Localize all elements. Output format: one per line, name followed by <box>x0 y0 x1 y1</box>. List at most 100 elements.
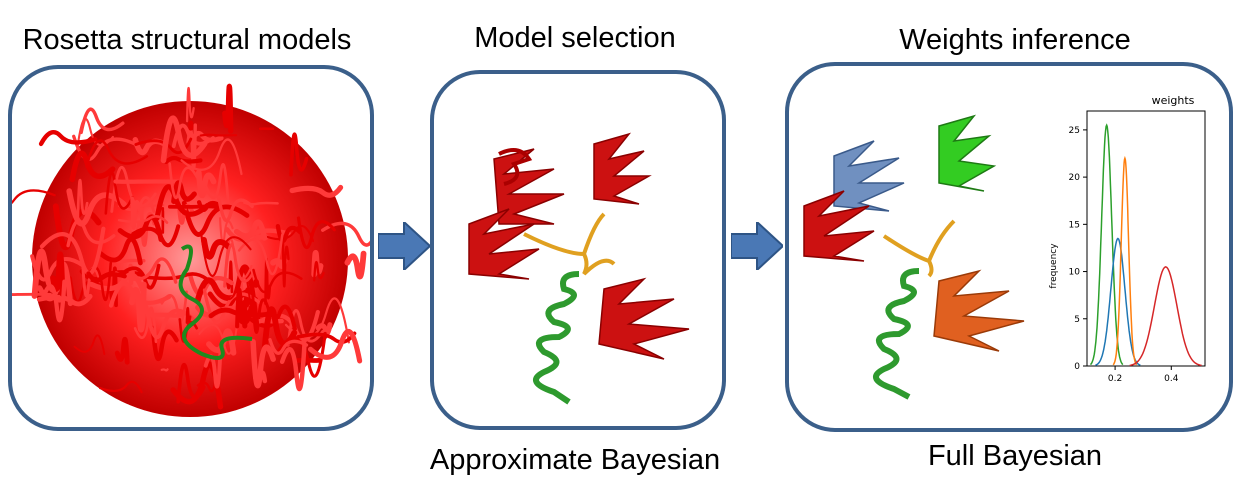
y-tick-label: 10 <box>1069 268 1081 278</box>
ensemble-strand <box>208 307 276 319</box>
ensemble-strand <box>41 279 67 323</box>
ensemble-strand <box>199 133 238 137</box>
ensemble-strand <box>289 184 344 198</box>
ensemble-strand <box>85 139 149 168</box>
ensemble-strand <box>279 341 307 392</box>
domain-right <box>598 277 690 360</box>
ensemble-green-helix <box>178 244 253 360</box>
ensemble-strand <box>237 233 284 276</box>
ensemble-strand <box>128 281 147 333</box>
ensemble-strand <box>76 178 89 220</box>
ensemble-strand <box>160 290 188 323</box>
ensemble-strand <box>133 306 158 344</box>
ensemble-strand <box>185 306 192 324</box>
y-tick-label: 15 <box>1069 220 1080 230</box>
weighted-model-structure <box>803 114 1025 400</box>
selected-model-structure <box>468 132 690 405</box>
ensemble-strand <box>225 260 234 294</box>
ensemble-strand <box>344 250 367 280</box>
ensemble-strand <box>264 257 272 305</box>
ensemble-strand <box>39 226 106 276</box>
stage-2-title: Model selection <box>474 22 676 54</box>
series-line-3 <box>1129 265 1202 367</box>
ensemble-strand <box>160 368 169 372</box>
ensemble-strand <box>185 86 195 123</box>
helix-domain-2 <box>873 268 920 400</box>
ensemble-strand <box>38 130 98 147</box>
ensemble-strand <box>296 216 336 250</box>
stage-2-subtitle: Approximate Bayesian <box>429 444 721 476</box>
ensemble-strand <box>118 195 156 213</box>
ensemble-strand <box>98 236 143 266</box>
ensemble-strand <box>176 362 206 404</box>
helix-domain <box>533 271 580 405</box>
ensemble-strand <box>99 380 143 394</box>
series-line-2 <box>1112 155 1138 366</box>
ensemble-strand <box>195 169 217 199</box>
y-axis-label: frequency <box>1049 243 1059 289</box>
domain-orange <box>933 269 1025 352</box>
ensemble-strand <box>296 331 357 344</box>
linker <box>523 212 616 276</box>
ensemble-strand <box>289 132 309 177</box>
ensemble-strand <box>281 240 290 288</box>
domain-top-right <box>593 132 652 205</box>
y-tick-label: 0 <box>1074 362 1080 372</box>
ensemble-strand <box>171 180 197 205</box>
ensemble-strand <box>168 162 199 200</box>
arrow-2 <box>731 222 783 270</box>
ensemble-strand <box>69 150 116 183</box>
ensemble-strand <box>188 273 235 296</box>
chart-title: weights <box>1152 94 1195 107</box>
ensemble-strand <box>79 107 125 135</box>
domain-red <box>803 190 875 262</box>
ensemble-strand <box>180 138 243 176</box>
ensemble-strand <box>104 171 134 215</box>
ensemble-strand <box>250 339 276 389</box>
y-tick-label: 5 <box>1074 315 1080 325</box>
stage-3-title: Weights inference <box>899 24 1131 56</box>
ensemble-strand <box>222 83 234 134</box>
domain-blue <box>833 140 905 212</box>
ensemble-strand <box>217 195 254 223</box>
ensemble-strand <box>218 217 234 245</box>
ensemble-strand <box>164 155 203 165</box>
x-tick-label: 0.4 <box>1164 374 1179 384</box>
ensemble-strand <box>235 303 260 328</box>
ensemble-structure-image <box>12 83 370 417</box>
ensemble-strand <box>268 338 309 355</box>
ensemble-strand <box>321 221 370 247</box>
y-tick-label: 25 <box>1069 126 1080 136</box>
ensemble-strand <box>73 334 106 356</box>
ensemble-strand <box>114 336 130 365</box>
stage-3-subtitle: Full Bayesian <box>927 440 1103 472</box>
ensemble-strand <box>160 115 208 164</box>
ensemble-strand <box>66 188 127 227</box>
ensemble-strand <box>117 215 169 224</box>
ensemble-strand <box>114 257 178 284</box>
ensemble-strand <box>119 263 161 290</box>
domain-top-left <box>493 148 565 225</box>
model-selection-panel <box>430 70 726 430</box>
domain-green-top <box>938 114 997 192</box>
y-tick-label: 20 <box>1069 173 1081 183</box>
ensemble-strand <box>249 304 297 331</box>
ensemble-strand <box>252 268 303 294</box>
ensemble-strand <box>12 189 56 205</box>
ensemble-strand <box>150 325 179 362</box>
arrow-1 <box>378 222 430 270</box>
ensemble-strand <box>50 251 66 297</box>
ensemble-strand <box>233 219 268 241</box>
ensemble-strand <box>223 243 256 288</box>
stage-1-title: Rosetta structural models <box>22 24 352 56</box>
weights-inference-panel: weights frequency 0.2 0.4 0 5 10 15 20 25 <box>785 62 1233 432</box>
ensemble-strand <box>200 236 232 260</box>
ensemble-strand <box>261 224 315 243</box>
x-tick-label: 0.2 <box>1108 374 1122 384</box>
rosetta-models-panel <box>8 65 374 431</box>
ensemble-strand <box>205 163 230 204</box>
ensemble-strand <box>275 223 302 244</box>
ensemble-strand <box>313 260 325 282</box>
ensemble-strand <box>243 201 279 206</box>
ensemble-strand <box>130 196 142 230</box>
